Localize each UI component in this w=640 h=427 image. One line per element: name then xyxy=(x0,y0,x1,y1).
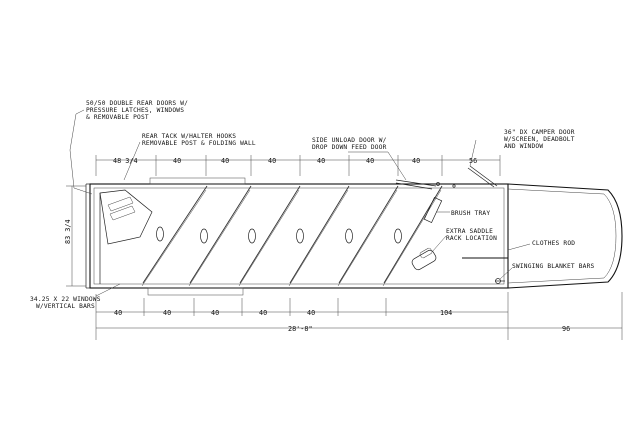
dim-top-7: 40 xyxy=(412,157,420,165)
side-windows xyxy=(147,177,246,296)
dim-top-1: 48 3/4 xyxy=(113,157,138,165)
dim-bottom-4: 40 xyxy=(259,309,267,317)
stall-dividers xyxy=(141,185,443,287)
dim-top-3: 40 xyxy=(221,157,229,165)
rear-tack-wall xyxy=(99,189,153,284)
rear-doors-label-3: & REMOVABLE POST xyxy=(86,114,149,121)
side-door-label-2: DROP DOWN FEED DOOR xyxy=(312,144,387,151)
leader-lines xyxy=(69,109,531,297)
windows-label-2: W/VERTICAL BARS xyxy=(36,303,95,310)
rear-doors-label-2: PRESSURE LATCHES, WINDOWS xyxy=(86,107,184,114)
brush-tray-label: BRUSH TRAY xyxy=(451,210,490,217)
saddle-rack-label-1: EXTRA SADDLE xyxy=(446,228,493,235)
dim-nose: 96 xyxy=(562,325,570,333)
trailer-outline xyxy=(85,183,623,289)
dim-bottom-3: 40 xyxy=(211,309,219,317)
saddle-rack-label-2: RACK LOCATION xyxy=(446,235,497,242)
brush-tray xyxy=(423,196,443,224)
side-door-label-1: SIDE UNLOAD DOOR W/ xyxy=(312,137,387,144)
dim-top-2: 40 xyxy=(173,157,181,165)
dim-height: 83 3/4 xyxy=(64,219,72,244)
blanket-bars-label: SWINGING BLANKET BARS xyxy=(512,263,595,270)
dim-bottom-6: 104 xyxy=(440,309,452,317)
stall-hatches xyxy=(156,226,402,244)
rear-tack-label-2: REMOVABLE POST & FOLDING WALL xyxy=(142,140,256,147)
camper-door-label-1: 36" DX CAMPER DOOR xyxy=(504,129,575,136)
dim-top-5: 40 xyxy=(317,157,325,165)
saddle-rack xyxy=(411,247,437,271)
rear-doors-label-1: 50/50 DOUBLE REAR DOORS W/ xyxy=(86,100,188,107)
side-unload-door xyxy=(395,179,440,190)
rear-tack-label-1: REAR TACK W/HALTER HOOKS xyxy=(142,133,236,140)
clothes-rod-label: CLOTHES ROD xyxy=(532,240,575,247)
swinging-blanket-bars xyxy=(495,278,505,284)
camper-door xyxy=(452,165,498,188)
dim-top-6: 40 xyxy=(366,157,374,165)
camper-door-label-2: W/SCREEN, DEADBOLT xyxy=(504,136,575,143)
dim-bottom-2: 40 xyxy=(163,309,171,317)
dim-top-8: 56 xyxy=(469,157,477,165)
dim-top-4: 40 xyxy=(268,157,276,165)
dim-bottom-5: 40 xyxy=(307,309,315,317)
dim-bottom-1: 40 xyxy=(114,309,122,317)
camper-door-label-3: AND WINDOW xyxy=(504,143,543,150)
windows-label-1: 34.25 X 22 WINDOWS xyxy=(30,296,101,303)
dim-overall: 28'-8" xyxy=(288,325,313,333)
dimension-lines xyxy=(66,155,623,340)
